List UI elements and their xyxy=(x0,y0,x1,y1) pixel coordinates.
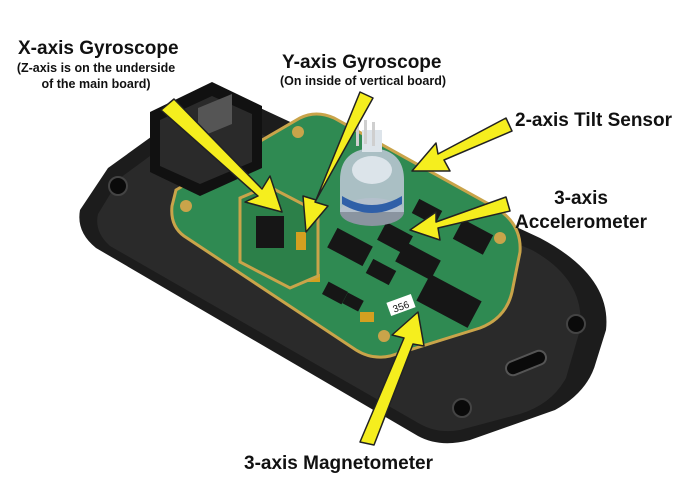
tilt-sensor-label: 2-axis Tilt Sensor xyxy=(515,110,672,131)
x-gyro-note-line2: of the main board) xyxy=(41,77,151,91)
arrow-magneto xyxy=(359,311,425,446)
arrow-tilt xyxy=(411,117,513,172)
arrow-accel xyxy=(409,196,511,241)
annotation-arrows xyxy=(160,91,513,446)
magnetometer-label: 3-axis Magnetometer xyxy=(244,453,434,474)
arrow-x-gyro xyxy=(160,98,283,213)
x-gyro-note-line1: (Z-axis is on the underside xyxy=(16,61,176,75)
y-gyro-title: Y-axis Gyroscope xyxy=(282,52,442,73)
main-pcb: 356 xyxy=(170,112,522,359)
arrow-y-gyro xyxy=(302,91,374,233)
mount-hole-icon xyxy=(452,398,472,418)
mount-hole-icon xyxy=(108,176,128,196)
tilt-sensor xyxy=(340,130,404,226)
accelerometer-label-line2: Accelerometer xyxy=(514,212,648,233)
y-gyro-note: (On inside of vertical board) xyxy=(280,74,446,88)
accelerometer-label-line1: 3-axis xyxy=(554,188,608,209)
chip-marking-badge xyxy=(386,293,416,317)
x-gyro-title: X-axis Gyroscope xyxy=(18,38,179,59)
header-pins xyxy=(356,120,375,146)
mount-slot xyxy=(505,349,547,377)
mount-hole-icon xyxy=(566,314,586,334)
magnetometer-chip xyxy=(416,274,482,328)
